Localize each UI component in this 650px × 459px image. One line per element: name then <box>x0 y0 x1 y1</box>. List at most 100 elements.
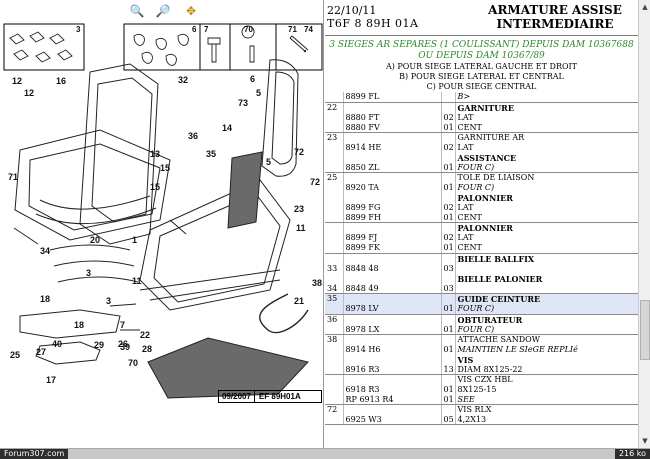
callout-label[interactable]: 38 <box>312 278 322 288</box>
callout-label[interactable]: 1 <box>132 235 137 245</box>
parts-row[interactable]: BIELLE BALLFIX <box>325 253 638 264</box>
callout-label[interactable]: 3 <box>106 296 111 306</box>
callout-label[interactable]: 26 <box>118 339 128 349</box>
callout-label[interactable]: 3 <box>86 268 91 278</box>
callout-label[interactable]: 12 <box>12 76 22 86</box>
callout-label[interactable]: 5 <box>266 157 271 167</box>
callout-label[interactable]: 27 <box>36 347 46 357</box>
scrollbar-thumb[interactable] <box>640 300 650 360</box>
callout-label[interactable]: 12 <box>24 88 34 98</box>
callout-label[interactable]: 72 <box>294 147 304 157</box>
scroll-up-icon[interactable]: ▲ <box>642 3 648 11</box>
part-reference <box>343 404 442 415</box>
part-description: GUIDE CEINTURE <box>455 293 638 304</box>
callout-label[interactable]: 7 <box>120 320 125 330</box>
callout-label[interactable]: 70 <box>128 358 138 368</box>
parts-row[interactable]: BIELLE PALONIER <box>325 273 638 284</box>
part-quantity <box>441 152 456 163</box>
callout-label[interactable]: 11 <box>296 223 306 233</box>
fastener-box-71[interactable] <box>275 23 323 71</box>
fastener-box-70[interactable] <box>229 23 277 71</box>
vertical-scrollbar[interactable]: ▲ ▼ <box>638 0 650 448</box>
callout-label[interactable]: 40 <box>52 339 62 349</box>
callout-label[interactable]: 32 <box>178 75 188 85</box>
seat-insert-panel[interactable] <box>227 151 263 229</box>
status-bar: Forum307.com 216 ko <box>0 448 650 459</box>
callout-label[interactable]: 14 <box>222 123 232 133</box>
parts-list-pane[interactable]: 22/10/11 T6F 8 89H 01A ARMATURE ASSISE I… <box>325 0 650 448</box>
floor-tray[interactable] <box>147 337 309 399</box>
callout-label[interactable]: 23 <box>294 204 304 214</box>
callout-label[interactable]: 18 <box>40 294 50 304</box>
parts-row[interactable]: VIS <box>325 354 638 365</box>
parts-row[interactable]: PALONNIER <box>325 222 638 233</box>
part-quantity <box>441 172 456 183</box>
callout-label[interactable]: 25 <box>10 350 20 360</box>
callout-label[interactable]: 34 <box>40 246 50 256</box>
part-reference: 8850 ZL <box>343 162 442 173</box>
item-number: 72 <box>325 404 344 415</box>
callout-label[interactable]: 15 <box>160 163 170 173</box>
callout-label[interactable]: 39 <box>120 342 130 352</box>
callout-label[interactable]: 16 <box>56 76 66 86</box>
part-description: FOUR C) <box>455 162 638 173</box>
callout-label[interactable]: 5 <box>256 88 261 98</box>
callout-label[interactable]: 73 <box>238 98 248 108</box>
callout-label[interactable]: 36 <box>188 131 198 141</box>
callout-label[interactable]: 29 <box>94 340 104 350</box>
callout-label[interactable]: 20 <box>90 235 100 245</box>
fastener-box-6[interactable] <box>123 23 201 71</box>
left-seat-frame <box>13 63 187 245</box>
callout-label[interactable]: 21 <box>294 296 304 306</box>
fastener-box-3[interactable] <box>3 23 85 71</box>
callout-label[interactable]: 18 <box>74 320 84 330</box>
callout-label[interactable]: 71 <box>8 172 18 182</box>
callout-label[interactable]: 13 <box>150 149 160 159</box>
callout-label[interactable]: 15 <box>150 182 160 192</box>
callout-label[interactable]: 72 <box>310 177 320 187</box>
callout-label[interactable]: 6 <box>250 74 255 84</box>
zoom-out-icon[interactable]: 🔎 <box>155 4 171 18</box>
callout-label[interactable]: 17 <box>46 375 56 385</box>
part-reference: 8978 LX <box>343 324 442 335</box>
callout-label[interactable]: 11 <box>132 276 142 286</box>
parts-row[interactable]: VIS CZX HBL <box>325 374 638 385</box>
callout-label[interactable]: 28 <box>142 344 152 354</box>
zoom-in-icon[interactable]: 🔍 <box>129 4 145 18</box>
zoom-move-icon[interactable]: ✥ <box>185 4 197 18</box>
scroll-down-icon[interactable]: ▼ <box>642 437 648 445</box>
parts-row[interactable]: ASSISTANCE <box>325 152 638 163</box>
item-number <box>325 152 344 163</box>
callout-label[interactable]: 35 <box>206 149 216 159</box>
callout-label[interactable]: 22 <box>140 330 150 340</box>
parts-row[interactable]: PALONNIER <box>325 192 638 203</box>
